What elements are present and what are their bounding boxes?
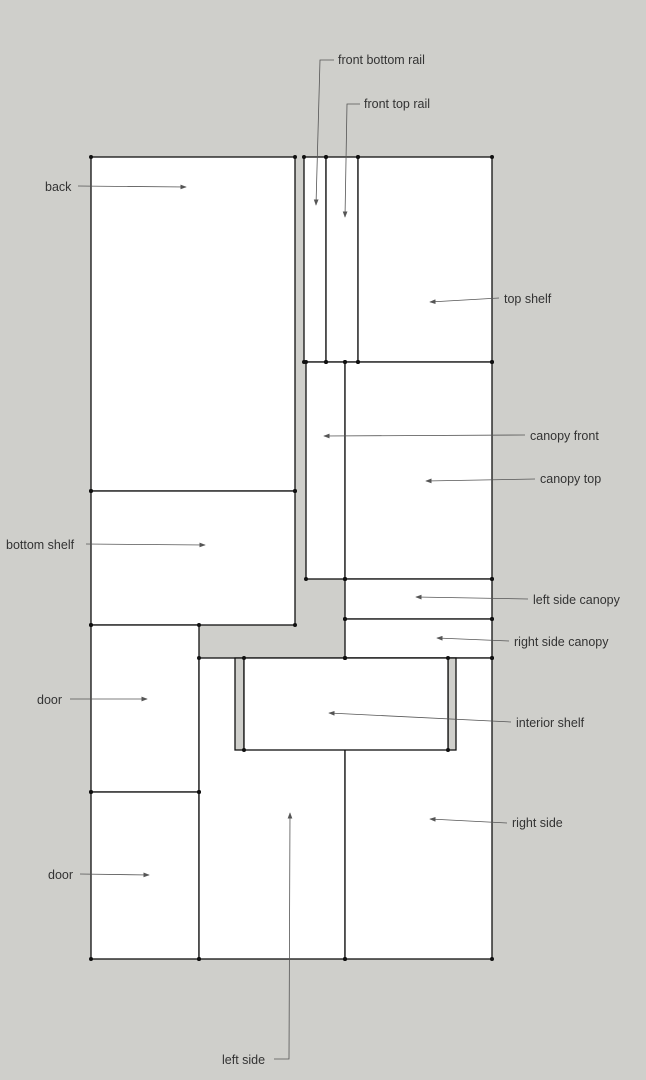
vertex-dot bbox=[343, 656, 347, 660]
piece-canopy-top bbox=[344, 361, 493, 580]
vertex-dot bbox=[89, 155, 93, 159]
piece-canopy-front bbox=[305, 361, 346, 580]
label-door-lower: door bbox=[48, 868, 73, 882]
piece-interior-shelf bbox=[243, 657, 449, 751]
label-right-side-canopy: right side canopy bbox=[514, 635, 609, 649]
label-top-shelf: top shelf bbox=[504, 292, 552, 306]
label-interior-shelf: interior shelf bbox=[516, 716, 585, 730]
vertex-dot bbox=[242, 656, 246, 660]
vertex-dot bbox=[446, 748, 450, 752]
vertex-dot bbox=[490, 360, 494, 364]
vertex-dot bbox=[197, 623, 201, 627]
kerf-gap-left bbox=[234, 657, 245, 751]
leaders: front bottom rail front top rail back to… bbox=[6, 53, 621, 1067]
vertex-dot bbox=[89, 790, 93, 794]
vertex-dot bbox=[302, 155, 306, 159]
vertex-dot bbox=[89, 957, 93, 961]
label-left-side: left side bbox=[222, 1053, 265, 1067]
vertex-dot bbox=[304, 577, 308, 581]
piece-left-side-canopy bbox=[344, 578, 493, 620]
vertex-dot bbox=[293, 489, 297, 493]
piece-door-upper bbox=[90, 624, 200, 793]
vertex-dot bbox=[490, 577, 494, 581]
vertex-dot bbox=[197, 656, 201, 660]
label-door-upper: door bbox=[37, 693, 62, 707]
vertex-dot bbox=[343, 360, 347, 364]
vertex-dot bbox=[293, 155, 297, 159]
vertex-dot bbox=[490, 617, 494, 621]
label-front-bottom-rail: front bottom rail bbox=[338, 53, 425, 67]
vertex-dot bbox=[356, 360, 360, 364]
vertex-dot bbox=[324, 360, 328, 364]
vertex-dot bbox=[343, 617, 347, 621]
pieces bbox=[90, 156, 493, 960]
vertex-dot bbox=[242, 748, 246, 752]
piece-door-lower bbox=[90, 791, 200, 960]
label-canopy-front: canopy front bbox=[530, 429, 599, 443]
label-front-top-rail: front top rail bbox=[364, 97, 430, 111]
vertex-dot bbox=[490, 957, 494, 961]
vertex-dot bbox=[324, 155, 328, 159]
piece-front-top-rail bbox=[325, 156, 359, 363]
vertex-dot bbox=[446, 656, 450, 660]
vertex-dot bbox=[343, 577, 347, 581]
vertex-dot bbox=[343, 957, 347, 961]
vertex-dot bbox=[197, 790, 201, 794]
vertex-dot bbox=[490, 656, 494, 660]
piece-top-shelf bbox=[357, 156, 493, 363]
piece-bottom-shelf bbox=[90, 490, 296, 626]
label-bottom-shelf: bottom shelf bbox=[6, 538, 75, 552]
vertex-dot bbox=[304, 360, 308, 364]
vertex-dot bbox=[89, 623, 93, 627]
vertex-dot bbox=[197, 957, 201, 961]
vertex-dot bbox=[89, 489, 93, 493]
kerf-gap-right bbox=[447, 657, 457, 751]
vertex-dot bbox=[490, 155, 494, 159]
piece-right-side-canopy bbox=[344, 618, 493, 659]
vertex-dot bbox=[356, 155, 360, 159]
label-left-side-canopy: left side canopy bbox=[533, 593, 621, 607]
label-back: back bbox=[45, 180, 72, 194]
vertex-dot bbox=[293, 623, 297, 627]
piece-back bbox=[90, 156, 296, 492]
piece-front-bottom-rail bbox=[303, 156, 327, 363]
label-right-side: right side bbox=[512, 816, 563, 830]
vertex-dots bbox=[89, 155, 494, 961]
label-canopy-top: canopy top bbox=[540, 472, 601, 486]
